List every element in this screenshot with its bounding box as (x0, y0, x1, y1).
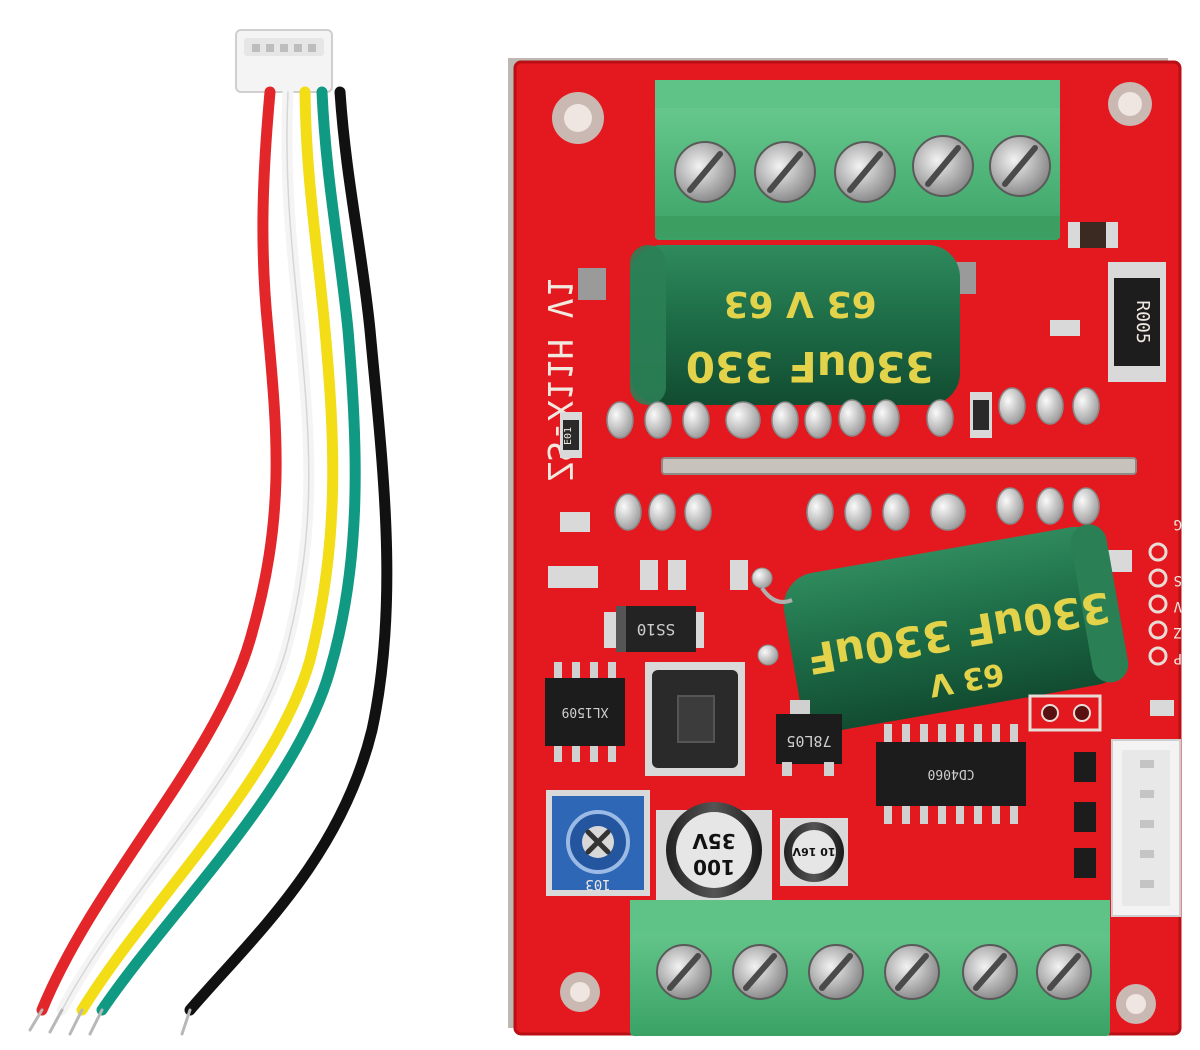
jst-connector (235, 29, 333, 93)
capacitor-small-100uf: 35V 100 (656, 802, 772, 900)
wire-harness (28, 29, 393, 1036)
svg-text:G: G (1174, 516, 1182, 532)
svg-text:CD4060: CD4060 (928, 766, 975, 781)
svg-text:103: 103 (585, 876, 610, 892)
svg-text:E01: E01 (563, 427, 574, 445)
mosfet-solder-row-1 (606, 387, 1100, 439)
pin-header (1028, 694, 1102, 732)
svg-text:Z: Z (1174, 624, 1182, 640)
wire-tips (28, 1008, 192, 1036)
hall-connector (1111, 739, 1181, 917)
svg-text:78L05: 78L05 (786, 732, 831, 750)
capacitor-small-1-voltage: 35V (692, 829, 736, 853)
potentiometer: 103 (546, 790, 650, 896)
svg-text:P: P (1174, 650, 1182, 666)
capacitor-330uf-top: 63 V 63 330uF 330 (578, 245, 976, 405)
svg-text:SS10: SS10 (637, 620, 676, 639)
wire-red (36, 86, 282, 1016)
capacitor-top-voltage: 63 V 63 (723, 283, 876, 324)
terminal-block-top (655, 80, 1060, 240)
capacitor-330uf-bottom: 330uF 330uF 63 V (783, 524, 1129, 731)
transistors (1074, 752, 1096, 878)
svg-text:S: S (1174, 572, 1182, 588)
capacitor-top-label: 330uF 330 (686, 342, 935, 391)
heatsink-bar (661, 457, 1137, 475)
wire-black (184, 86, 393, 1016)
wire-yellow (76, 86, 339, 1016)
diode: SS10 (604, 606, 704, 652)
svg-text:V: V (1173, 598, 1182, 614)
terminal-block-bottom (630, 900, 1110, 1036)
voltage-regulator: 78L05 (776, 700, 842, 776)
inductor (645, 662, 745, 776)
svg-text:10 16V: 10 16V (792, 845, 835, 858)
svg-text:R005: R005 (1132, 300, 1153, 343)
motor-controller-board: ZS-X11H V1 (508, 58, 1182, 1036)
hall-sensor-pins: G S V Z P (1148, 516, 1182, 666)
buck-converter-chip: XL1509 (545, 662, 625, 762)
svg-text:XL1509: XL1509 (562, 704, 609, 719)
mounting-hole (552, 82, 1156, 1024)
driver-ic: CD4060 (876, 724, 1026, 824)
wire-green (96, 86, 361, 1016)
capacitor-small-10uf: 10 16V (780, 818, 848, 886)
mosfet-solder-row-2 (614, 487, 1100, 531)
shunt-resistor: R005 (1108, 262, 1166, 382)
capacitor-small-1-label: 100 (693, 855, 735, 879)
smd-components: E01 (548, 222, 1174, 716)
